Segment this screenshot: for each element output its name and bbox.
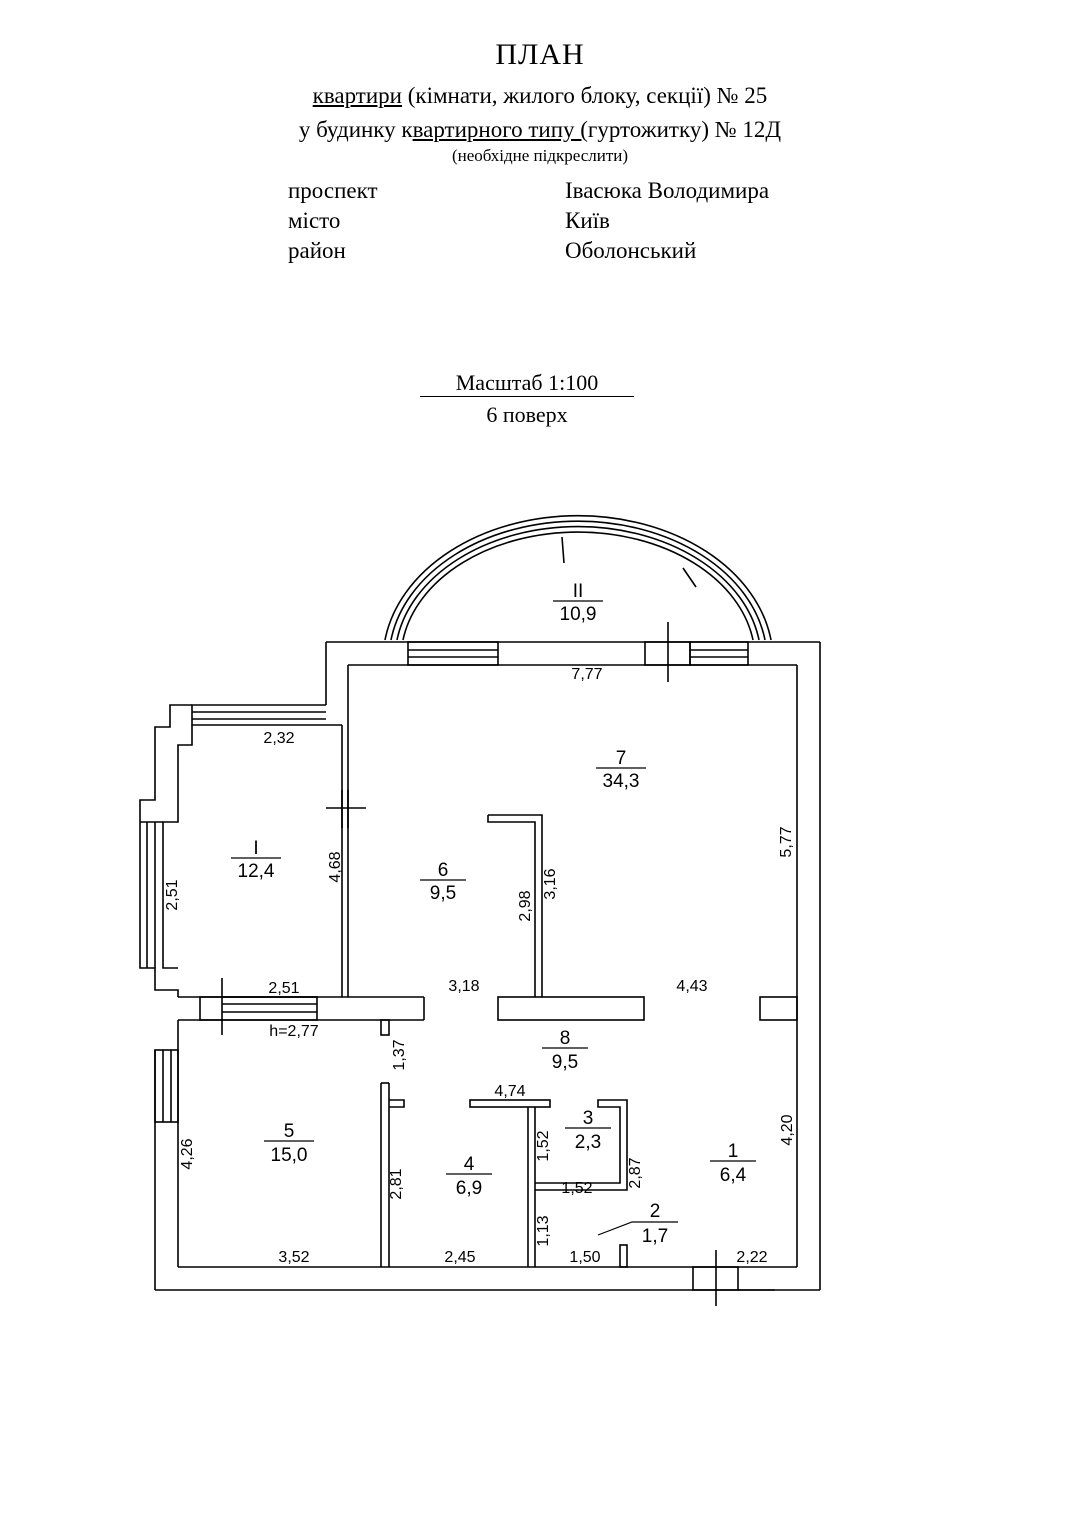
room-8: 8 9,5 [542,1028,588,1073]
room-area: 9,5 [430,883,456,904]
room-4: 4 6,9 [446,1154,492,1199]
balcony-arc-3 [396,525,760,641]
dim-label: 4,26 [179,1138,196,1169]
wall-stub-2 [619,1244,628,1268]
dim-label: 2,98 [517,890,534,921]
plan-title: ПЛАН [495,38,585,71]
wall-5-4-right [388,1099,405,1267]
loggia-outer-left [139,704,192,997]
district-label: район [288,238,346,263]
dim-label: 1,52 [561,1180,592,1197]
apartment-type-underlined: квартири [312,83,402,108]
loggia-door-frame [199,996,318,1021]
building-line-rest: гуртожитку) № 12Д [587,117,782,142]
room-area: 34,3 [603,771,640,792]
building-line: у будинку квартирного типу (гуртожитку) … [0,117,1080,143]
loggia-inner-left [162,725,193,969]
room-number: 1 [728,1141,739,1162]
dim-label: 3,16 [542,868,559,899]
room-number: 4 [464,1154,475,1175]
dimension-labels: 7,77 2,32 4,68 2,51 2,51 2,98 3,16 5,77 … [164,666,796,1266]
street-value: Івасюка Володимира [565,178,770,203]
dim-label: 2,81 [388,1168,405,1199]
apartment-line-rest: (кімнати, жилого блоку, секції) № 25 [401,83,768,108]
balcony-joint-2 [682,567,697,588]
room-2: 2 1,7 [597,1201,678,1247]
window-top-left [407,641,499,666]
wall-4-top [469,1099,551,1108]
dim-label: 4,74 [494,1083,525,1100]
dim-label: 1,37 [391,1039,408,1070]
room-II: II 10,9 [553,581,603,625]
floor-label: 6 поверх [486,402,568,427]
balcony-arc-outer [384,514,772,641]
dim-label: 7,77 [571,666,602,683]
window-top-right [689,641,749,666]
room-number: 6 [438,860,449,881]
dim-label: 5,77 [778,826,795,857]
room-7: 7 34,3 [596,748,646,792]
plan-walls [139,514,821,1306]
dim-label: 2,51 [268,980,299,997]
wall-stub [380,1019,390,1036]
room-6: 6 9,5 [420,860,466,904]
room-labels: II 10,9 7 34,3 I 12,4 6 9,5 8 9,5 5 15,0 [231,581,756,1247]
room-area: 6,4 [720,1165,747,1186]
room-1: 1 6,4 [710,1141,756,1186]
room-number: I [253,838,258,859]
column-outer [488,814,543,997]
city-label: місто [288,208,341,233]
window-room5 [154,1049,179,1123]
room-area: 15,0 [271,1145,308,1166]
loggia-top [191,704,342,726]
underline-note: (необхідне підкреслити) [451,146,629,165]
room-area: 6,9 [456,1178,482,1199]
wall-stub-right [759,996,798,1021]
dim-label: 4,43 [676,978,707,995]
room-5: 5 15,0 [264,1121,314,1166]
room-area: 10,9 [560,604,597,625]
dim-label: 4,20 [779,1114,796,1145]
apartment-line: квартири (кімнати, жилого блоку, секції)… [0,83,1080,109]
room-area: 9,5 [552,1052,578,1073]
scale-label: Масштаб 1:100 [420,370,634,397]
balcony-arc-inner [402,531,754,641]
room-area: 2,3 [575,1132,601,1153]
dim-label: 2,51 [164,879,181,910]
dim-label: 3,18 [448,978,479,995]
room-number: 8 [560,1028,571,1049]
room-area: 1,7 [642,1226,668,1247]
room-3: 3 2,3 [565,1108,611,1153]
city-value: Київ [565,208,610,233]
district-value: Оболонський [565,238,697,263]
dim-label: 4,68 [327,851,344,882]
dim-label: 2,87 [627,1157,644,1188]
dim-label: 2,22 [736,1249,767,1266]
dim-label: 2,45 [444,1249,475,1266]
street-label: проспект [288,178,378,203]
height-label: h=2,77 [269,1023,318,1040]
building-line-prefix: у будинку к [298,117,413,142]
dim-label: 1,13 [535,1215,552,1246]
room-number: 3 [583,1108,594,1129]
room-number: 2 [650,1201,661,1222]
room-leader [597,1221,678,1236]
balcony-joint-1 [561,536,565,564]
room-area: 12,4 [238,861,275,882]
building-type-underlined: вартирного типу ( [412,117,588,142]
beam-center [497,996,645,1021]
dim-label: 1,50 [569,1249,600,1266]
room-number: 5 [284,1121,295,1142]
room-I: I 12,4 [231,838,281,882]
column-inner [487,815,536,997]
dim-label: 1,52 [535,1130,552,1161]
dim-label: 3,52 [278,1249,309,1266]
room-number: II [573,581,584,602]
room-number: 7 [616,748,627,769]
closet-3 [535,1099,628,1191]
balcony-arc-2 [390,520,766,641]
dim-label: 2,32 [263,730,294,747]
